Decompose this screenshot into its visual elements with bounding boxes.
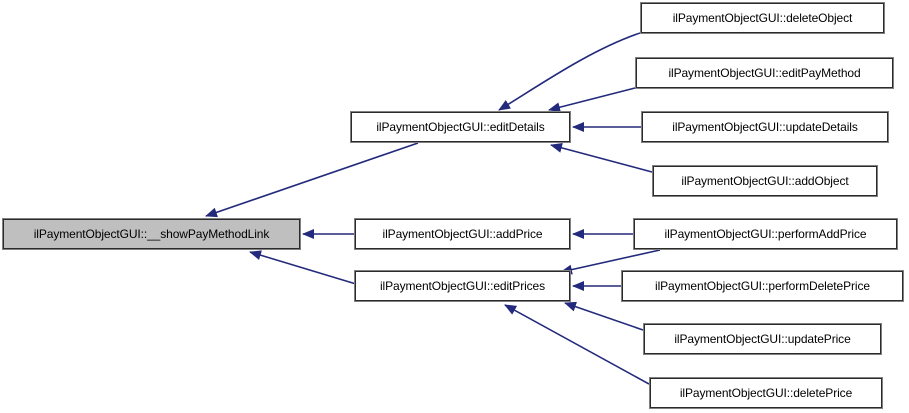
node-label: ilPaymentObjectGUI::__showPayMethodLink	[33, 227, 270, 241]
graph-node-update-details[interactable]: ilPaymentObjectGUI::updateDetails	[641, 111, 889, 143]
graph-node-update-price[interactable]: ilPaymentObjectGUI::updatePrice	[643, 323, 882, 355]
edge-editPayMethod-to-editDetails	[548, 87, 636, 113]
node-label: ilPaymentObjectGUI::addPrice	[382, 227, 543, 241]
edge-performAddPrice-to-editPrices	[560, 249, 661, 275]
graph-node-edit-prices[interactable]: ilPaymentObjectGUI::editPrices	[354, 270, 571, 302]
node-label: ilPaymentObjectGUI::addObject	[681, 174, 849, 188]
edge-editPrices-to-showPayMethodLink	[249, 250, 357, 285]
graph-node-delete-object[interactable]: ilPaymentObjectGUI::deleteObject	[640, 2, 885, 34]
edge-editDetails-to-showPayMethodLink	[205, 142, 419, 218]
graph-node-add-object[interactable]: ilPaymentObjectGUI::addObject	[652, 165, 878, 197]
node-label: ilPaymentObjectGUI::editPayMethod	[668, 66, 861, 80]
graph-node-perform-delete-price[interactable]: ilPaymentObjectGUI::performDeletePrice	[621, 270, 904, 302]
node-label: ilPaymentObjectGUI::deleteObject	[672, 11, 853, 25]
node-label: ilPaymentObjectGUI::updatePrice	[674, 332, 851, 346]
graph-node-perform-add-price[interactable]: ilPaymentObjectGUI::performAddPrice	[633, 218, 898, 250]
node-label: ilPaymentObjectGUI::performAddPrice	[664, 227, 867, 241]
edge-deletePrice-to-editPrices	[504, 304, 650, 385]
edge-updatePrice-to-editPrices	[564, 301, 644, 331]
node-label: ilPaymentObjectGUI::updateDetails	[672, 120, 858, 134]
graph-node-add-price[interactable]: ilPaymentObjectGUI::addPrice	[354, 218, 571, 250]
edge-deleteObject-to-editDetails	[498, 32, 641, 111]
edge-addObject-to-editDetails	[550, 143, 653, 173]
node-label: ilPaymentObjectGUI::editPrices	[379, 279, 546, 293]
graph-node-show-pay-method-link[interactable]: ilPaymentObjectGUI::__showPayMethodLink	[2, 218, 301, 250]
graph-node-edit-pay-method[interactable]: ilPaymentObjectGUI::editPayMethod	[635, 57, 894, 89]
node-label: ilPaymentObjectGUI::performDeletePrice	[655, 279, 870, 293]
node-label: ilPaymentObjectGUI::editDetails	[376, 120, 545, 134]
graph-node-delete-price[interactable]: ilPaymentObjectGUI::deletePrice	[649, 377, 883, 409]
node-label: ilPaymentObjectGUI::deletePrice	[679, 386, 853, 400]
graph-node-edit-details[interactable]: ilPaymentObjectGUI::editDetails	[350, 111, 571, 143]
